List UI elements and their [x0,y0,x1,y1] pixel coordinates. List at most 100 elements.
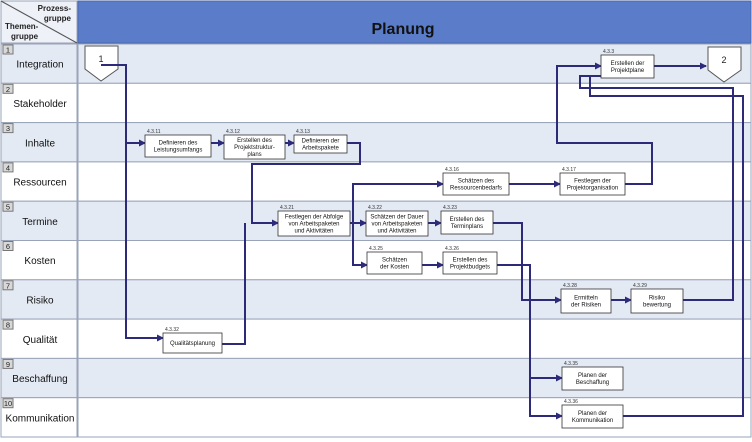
arrow-to-resource-estimate [352,180,444,223]
lane-number: 8 [6,321,10,330]
process-label-line: Projektorganisation [567,186,618,192]
lane-name: Risiko [26,295,54,306]
arrow-to-cost-estimate [352,223,368,269]
lane-name: Ressourcen [13,178,66,189]
process-code: 4.3.21 [280,205,294,211]
process-label-line: Schätzen [382,258,407,264]
lane-number: 4 [6,163,10,172]
lane-label-cell [0,240,78,281]
lane-label-cell [0,357,78,399]
process-box [162,332,223,354]
process-label-line: plans [247,152,261,158]
process-label-line: Schätzen der Dauer [370,215,423,221]
lane-number-badge [2,44,14,55]
arrow-budget-to-risk [497,264,563,420]
end-connector-label: 2 [721,55,726,65]
lane-number-badge [2,319,14,330]
process-label-line: Qualitätsplanung [170,341,215,347]
corner-process-group-label-1: Prozess- [38,4,72,13]
lane-name: Stakeholder [13,99,67,110]
process-code: 4.3.17 [562,167,576,173]
lane-name: Termine [22,217,58,228]
lane-number-badge [2,162,14,173]
process-box [223,134,286,160]
lane-number: 3 [6,124,10,133]
lane-number: 7 [6,281,10,290]
process-label-line: von Arbeitspaketen [288,222,339,228]
process-label-line: der Risiken [571,303,601,309]
lane-label-cell [0,200,78,241]
process-label-line: Beschaffung [576,380,609,386]
corner-topic-group-label-1: Themen- [5,22,39,31]
arrow-start-to-quality [101,64,164,342]
lane-number-badge [2,241,14,251]
lane-name: Kosten [24,256,55,267]
process-code: 4.3.3 [603,49,614,55]
lane-number: 6 [6,242,10,251]
lane-label-cell [0,397,78,438]
process-label-line: von Arbeitspaketen [371,222,422,228]
process-label-line: Ermitteln [574,296,598,302]
lane-label-cell [0,279,78,320]
diagram-header: Prozess- gruppe Themen- gruppe Planung [0,0,752,44]
lane-number: 1 [6,46,10,55]
end-connector: 2 [707,46,742,83]
process-code: 4.3.11 [147,129,161,135]
process-label-line: Planen der [578,411,607,417]
lane-body [77,161,752,202]
process-label-line: und Aktivitäten [377,229,416,235]
process-box [365,210,429,237]
process-box [366,251,423,275]
process-code: 4.3.16 [445,167,459,173]
lane-number-badge [2,358,14,369]
process-label-line: Definieren der [302,139,340,145]
process-label-line: Erstellen des [453,258,488,264]
process-code: 4.3.36 [564,399,578,405]
lane-number: 9 [6,360,10,369]
process-box [561,366,624,391]
title-bar [77,0,752,44]
process-label-line: Erstellen des [450,217,485,223]
process-box [559,172,626,196]
lane-label-cell [0,161,78,202]
process-box [440,210,494,235]
process-label-line: Ressourcenbedarfs [450,186,502,192]
process-code: 4.3.12 [226,129,240,135]
process-label-line: Kommunikation [572,418,613,424]
process-label-line: Festlegen der [574,179,611,185]
process-code: 4.3.35 [564,361,578,367]
process-box [442,251,498,275]
lane-name: Qualität [23,335,58,346]
arrow-risk-to-projectplan [579,75,734,301]
process-label-line: Projektplane [611,68,645,74]
page-title: Planung [371,21,434,38]
process-label-line: und Aktivitäten [294,229,333,235]
process-code: 4.3.22 [368,205,382,211]
process-label-line: Arbeitspakete [302,146,339,152]
process-box [560,288,612,314]
process-box [561,404,624,429]
arrow-quality-to-sequence [222,223,246,345]
process-label-line: Festlegen der Abfolge [285,215,344,221]
lane-label-cell [0,82,78,124]
process-label-line: der Kosten [380,265,409,271]
process-code: 4.3.25 [369,246,383,252]
arrow-schedule-to-risk [493,222,562,304]
